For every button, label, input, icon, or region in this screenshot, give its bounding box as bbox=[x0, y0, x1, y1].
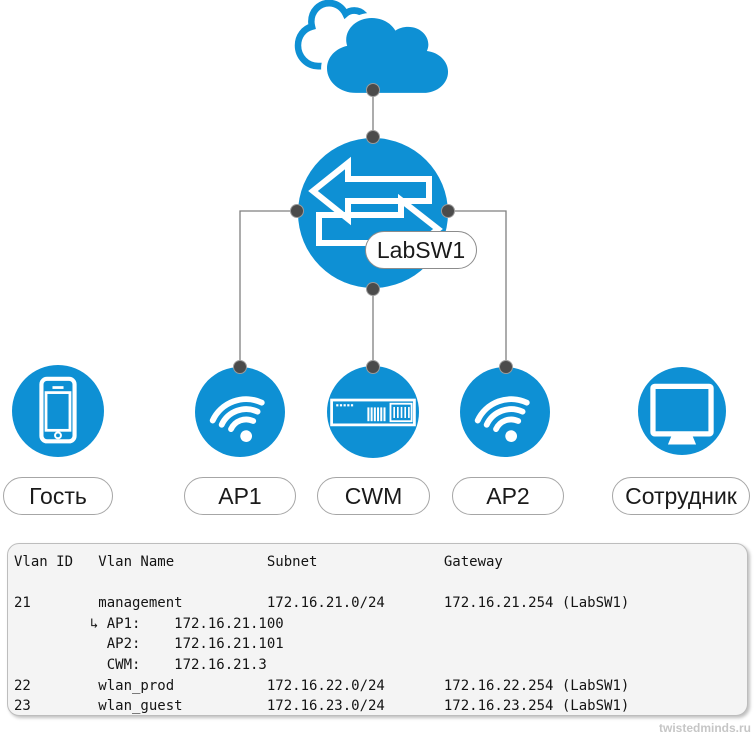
wifi-icon bbox=[474, 396, 530, 442]
device-ap2-label: AP2 bbox=[452, 477, 564, 515]
switch-label: LabSW1 bbox=[365, 231, 477, 269]
phone-icon bbox=[39, 376, 77, 444]
monitor-icon bbox=[650, 383, 714, 445]
vlan-table-text: Vlan ID Vlan Name Subnet Gateway 21 mana… bbox=[14, 554, 630, 715]
device-ap1 bbox=[195, 367, 285, 457]
vlan-table: Vlan ID Vlan Name Subnet Gateway 21 mana… bbox=[7, 543, 748, 716]
device-employee-label-text: Сотрудник bbox=[625, 482, 737, 509]
device-employee bbox=[638, 367, 726, 455]
device-guest-label: Гость bbox=[3, 477, 113, 515]
device-guest-label-text: Гость bbox=[29, 482, 87, 509]
watermark: twistedminds.ru bbox=[658, 721, 751, 735]
device-ap1-label-text: AP1 bbox=[218, 482, 262, 509]
device-cwm-label-text: CWM bbox=[344, 482, 403, 509]
device-ap2 bbox=[460, 367, 550, 457]
device-ap1-label: AP1 bbox=[184, 477, 296, 515]
wifi-icon bbox=[209, 396, 265, 442]
device-employee-label: Сотрудник bbox=[612, 477, 750, 515]
link-switch-ap1 bbox=[239, 210, 297, 367]
device-cwm bbox=[327, 366, 419, 458]
appliance-icon bbox=[330, 398, 416, 427]
switch-label-text: LabSW1 bbox=[376, 236, 466, 263]
internet-cloud-icon bbox=[294, 0, 454, 99]
device-ap2-label-text: AP2 bbox=[486, 482, 530, 509]
device-cwm-label: CWM bbox=[317, 477, 430, 515]
device-guest bbox=[12, 365, 104, 457]
